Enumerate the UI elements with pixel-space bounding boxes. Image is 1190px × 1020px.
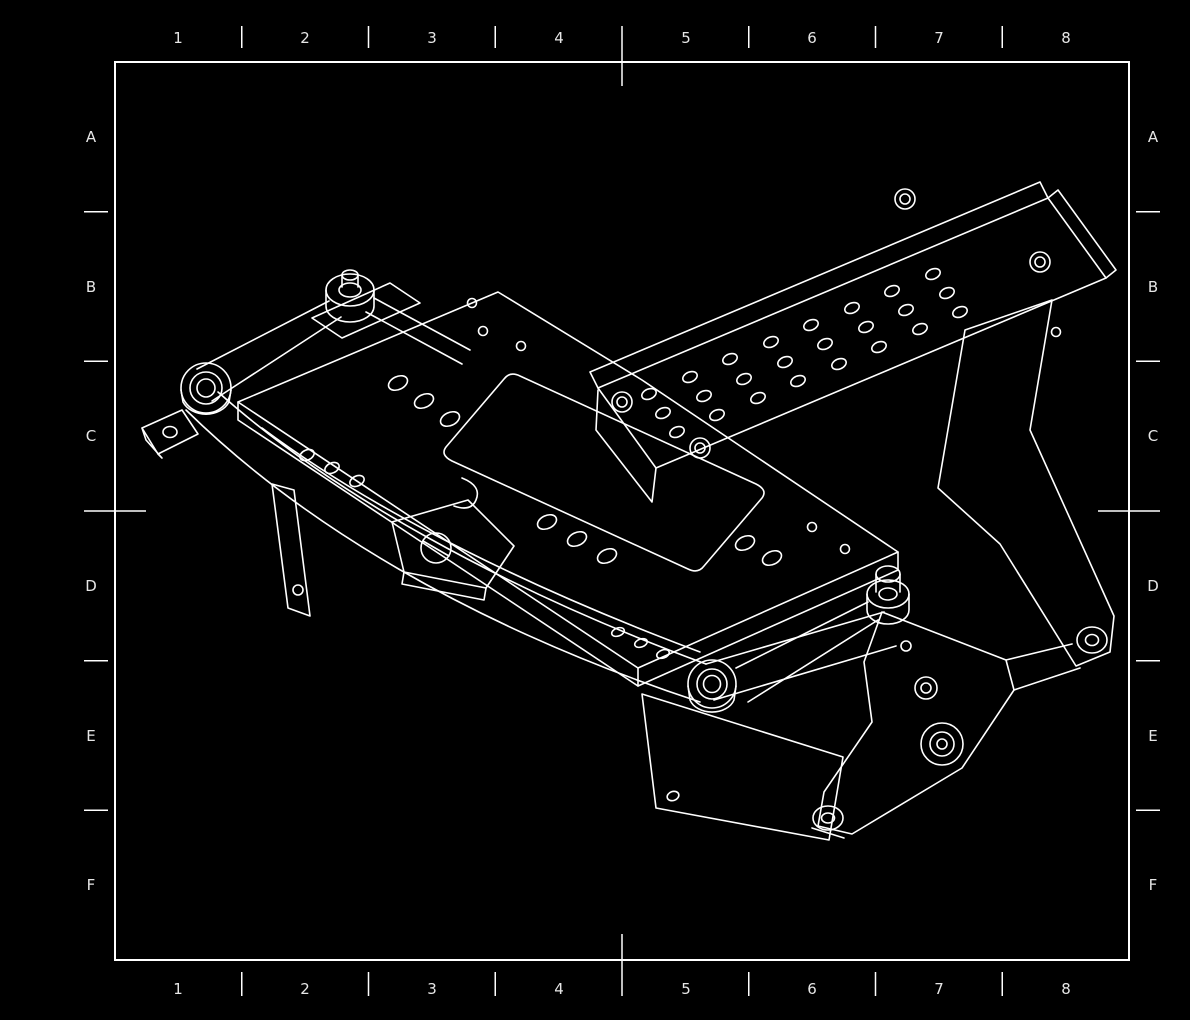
column-labels-top: 1 2 3 4 5 6 7 8	[173, 29, 1071, 47]
column-label-top-7: 7	[934, 29, 944, 47]
column-label-top-2: 2	[300, 29, 310, 47]
plate-screw-bosses	[611, 188, 1051, 459]
support-leg	[271, 483, 311, 617]
column-label-bottom-6: 6	[807, 980, 817, 998]
row-label-left-D: D	[85, 577, 97, 595]
clamp-plate-screw	[391, 499, 515, 601]
column-label-bottom-3: 3	[427, 980, 437, 998]
zone-ticks-bottom	[241, 934, 1003, 996]
right-mounting-bracket	[811, 611, 1081, 839]
row-label-left-A: A	[86, 128, 97, 146]
row-labels-left: A B C D E F	[85, 128, 97, 894]
zone-ticks-left	[84, 210, 146, 812]
perforated-plate	[589, 181, 1117, 503]
row-label-left-F: F	[87, 876, 96, 894]
column-label-top-6: 6	[807, 29, 817, 47]
column-label-bottom-5: 5	[681, 980, 691, 998]
column-label-bottom-7: 7	[934, 980, 944, 998]
column-label-bottom-2: 2	[300, 980, 310, 998]
row-label-right-E: E	[1148, 727, 1157, 745]
column-label-top-8: 8	[1061, 29, 1071, 47]
column-label-bottom-8: 8	[1061, 980, 1071, 998]
drawing-border	[114, 61, 1130, 961]
row-label-right-A: A	[1148, 128, 1159, 146]
row-label-right-D: D	[1147, 577, 1159, 595]
row-label-right-B: B	[1148, 278, 1158, 296]
left-rocker-arm	[141, 269, 375, 459]
row-label-left-E: E	[86, 727, 95, 745]
zone-ticks-right	[1098, 210, 1160, 812]
row-label-left-B: B	[86, 278, 96, 296]
zone-ticks-top	[241, 26, 1003, 86]
column-label-top-3: 3	[427, 29, 437, 47]
row-label-right-C: C	[1148, 427, 1158, 445]
column-label-top-5: 5	[681, 29, 691, 47]
isometric-part-drawing	[141, 181, 1117, 841]
column-label-top-1: 1	[173, 29, 183, 47]
right-rocker-arm	[687, 565, 910, 713]
column-label-bottom-4: 4	[554, 980, 564, 998]
lower-hanging-plate	[641, 693, 844, 841]
column-label-bottom-1: 1	[173, 980, 183, 998]
right-fin-plate	[937, 299, 1115, 667]
row-label-right-F: F	[1149, 876, 1158, 894]
column-labels-bottom: 1 2 3 4 5 6 7 8	[173, 980, 1071, 998]
column-label-top-4: 4	[554, 29, 564, 47]
main-deck-plate	[237, 282, 899, 687]
row-label-left-C: C	[86, 427, 96, 445]
row-labels-right: A B C D E F	[1147, 128, 1159, 894]
